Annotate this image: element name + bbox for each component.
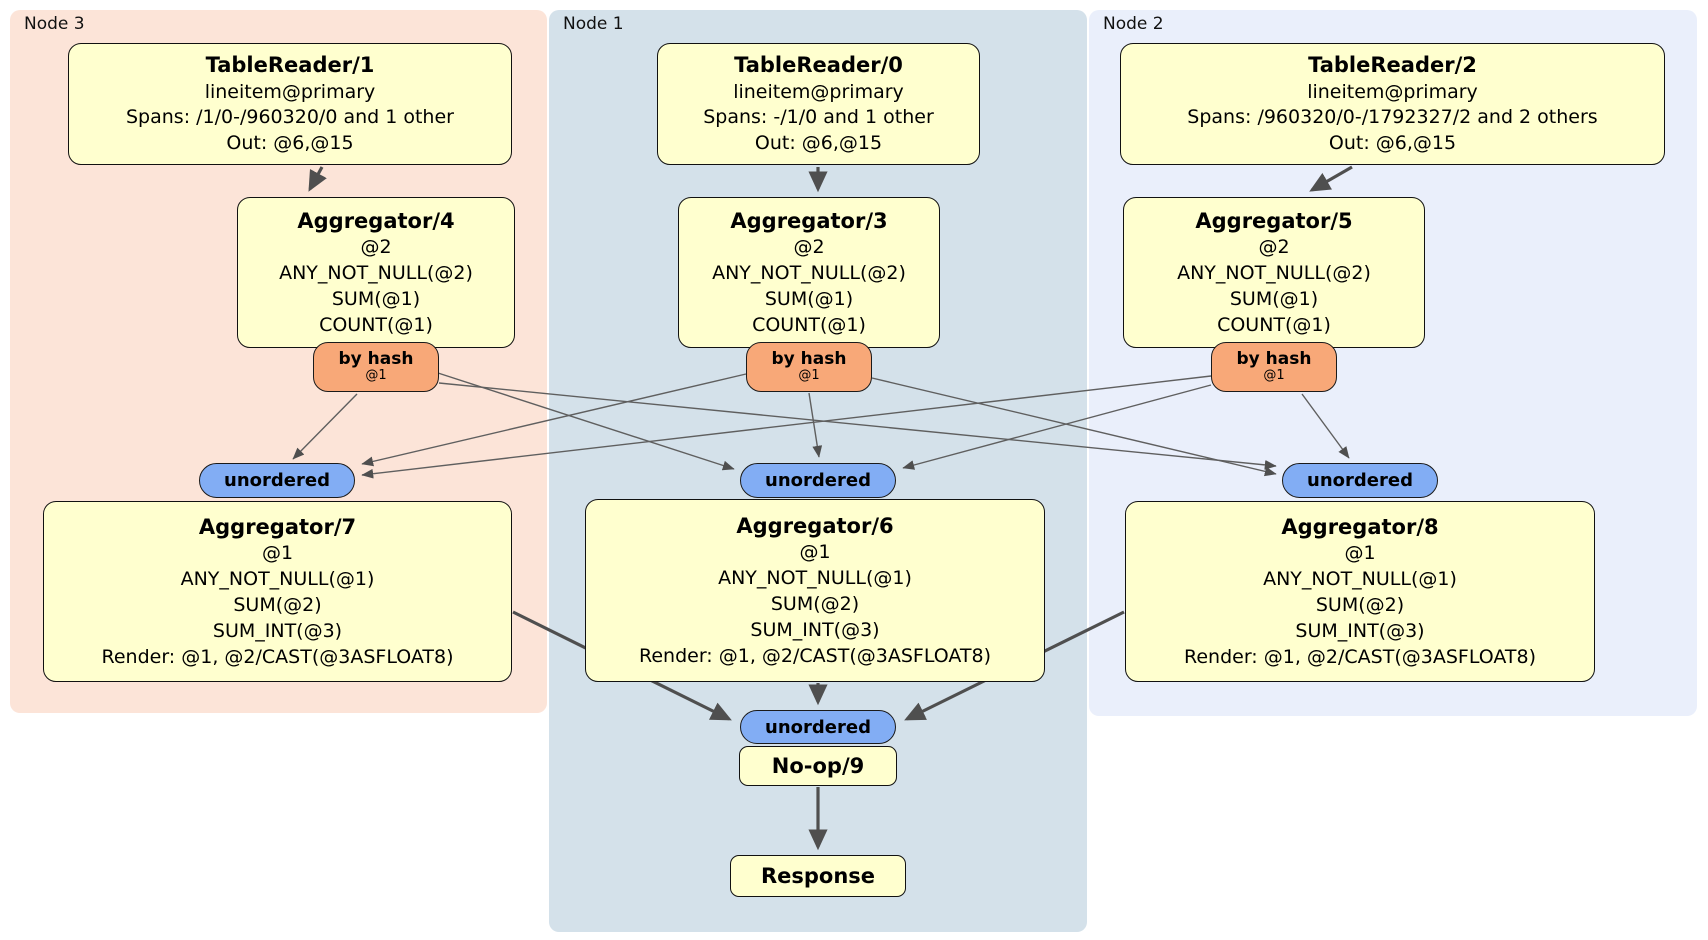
unordered-final-sync-pill: unordered [740,710,896,744]
tablereader0-spans: Spans: -/1/0 and 1 other [703,106,934,129]
aggregator3-box: Aggregator/3 @2 ANY_NOT_NULL(@2) SUM(@1)… [678,197,940,348]
node2-label: Node 2 [1103,14,1164,34]
aggregator7-box: Aggregator/7 @1 ANY_NOT_NULL(@1) SUM(@2)… [43,501,512,682]
hash-router5-label: by hash [1236,348,1312,369]
aggregator3-fn1: ANY_NOT_NULL(@2) [712,261,906,284]
hash-router3-label: by hash [771,348,847,369]
node1-label: Node 1 [563,14,624,34]
tablereader2-out: Out: @6,@15 [1328,132,1457,155]
aggregator7-fn3: SUM_INT(@3) [212,619,343,642]
aggregator6-group-col: @1 [799,541,831,564]
tablereader0-title: TableReader/0 [734,52,903,77]
aggregator4-title: Aggregator/4 [297,208,455,233]
tablereader1-out: Out: @6,@15 [226,132,354,155]
aggregator8-title: Aggregator/8 [1281,514,1439,539]
noop9-box: No-op/9 [739,746,897,786]
unordered-sync6-pill: unordered [740,463,896,498]
tablereader2-title: TableReader/2 [1308,52,1477,77]
aggregator4-fn3: COUNT(@1) [319,313,433,336]
hash-router5-detail: @1 [1263,368,1285,384]
hash-router3-detail: @1 [798,368,820,384]
aggregator7-render: Render: @1, @2/CAST(@3ASFLOAT8) [101,645,454,668]
aggregator5-box: Aggregator/5 @2 ANY_NOT_NULL(@2) SUM(@1)… [1123,197,1425,348]
tablereader0-box: TableReader/0 lineitem@primary Spans: -/… [657,43,980,165]
tablereader1-box: TableReader/1 lineitem@primary Spans: /1… [68,43,512,165]
aggregator8-box: Aggregator/8 @1 ANY_NOT_NULL(@1) SUM(@2)… [1125,501,1595,682]
aggregator4-fn2: SUM(@1) [331,287,421,310]
aggregator7-group-col: @1 [261,542,294,565]
aggregator5-fn1: ANY_NOT_NULL(@2) [1177,261,1371,284]
aggregator8-fn1: ANY_NOT_NULL(@1) [1263,568,1457,591]
unordered-sync7-pill: unordered [199,463,355,498]
tablereader1-index: lineitem@primary [204,80,376,103]
hash-router4-detail: @1 [365,368,387,384]
aggregator8-render: Render: @1, @2/CAST(@3ASFLOAT8) [1184,645,1536,668]
response-box: Response [730,855,906,897]
aggregator7-fn1: ANY_NOT_NULL(@1) [180,568,375,591]
tablereader2-spans: Spans: /960320/0-/1792327/2 and 2 others [1187,106,1598,129]
tablereader0-out: Out: @6,@15 [754,132,883,155]
aggregator3-fn2: SUM(@1) [764,287,854,310]
aggregator3-group-col: @2 [793,236,825,259]
aggregator5-title: Aggregator/5 [1195,208,1353,233]
tablereader2-box: TableReader/2 lineitem@primary Spans: /9… [1120,43,1665,165]
aggregator5-group-col: @2 [1258,236,1290,259]
aggregator3-fn3: COUNT(@1) [752,313,866,336]
hash-router4-pill: by hash @1 [313,342,439,392]
tablereader2-index: lineitem@primary [1307,80,1478,103]
aggregator4-group-col: @2 [360,236,392,259]
hash-router4-label: by hash [338,348,414,369]
aggregator7-title: Aggregator/7 [198,514,357,539]
aggregator6-title: Aggregator/6 [736,513,894,538]
aggregator6-box: Aggregator/6 @1 ANY_NOT_NULL(@1) SUM(@2)… [585,499,1045,682]
node3-label: Node 3 [24,14,85,34]
hash-router5-pill: by hash @1 [1211,342,1337,392]
tablereader1-title: TableReader/1 [205,52,375,77]
tablereader1-spans: Spans: /1/0-/960320/0 and 1 other [126,106,454,129]
aggregator3-title: Aggregator/3 [730,208,888,233]
aggregator8-fn2: SUM(@2) [1315,593,1405,616]
aggregator6-render: Render: @1, @2/CAST(@3ASFLOAT8) [639,644,991,667]
aggregator5-fn2: SUM(@1) [1229,287,1319,310]
hash-router3-pill: by hash @1 [746,342,872,392]
aggregator7-fn2: SUM(@2) [233,593,322,616]
tablereader0-index: lineitem@primary [733,80,904,103]
aggregator4-fn1: ANY_NOT_NULL(@2) [279,261,473,284]
aggregator6-fn2: SUM(@2) [770,592,860,615]
aggregator8-fn3: SUM_INT(@3) [1295,619,1425,642]
aggregator4-box: Aggregator/4 @2 ANY_NOT_NULL(@2) SUM(@1)… [237,197,515,348]
aggregator8-group-col: @1 [1344,542,1376,565]
aggregator6-fn1: ANY_NOT_NULL(@1) [718,567,912,590]
unordered-sync8-pill: unordered [1282,463,1438,498]
aggregator5-fn3: COUNT(@1) [1217,313,1331,336]
aggregator6-fn3: SUM_INT(@3) [750,618,880,641]
